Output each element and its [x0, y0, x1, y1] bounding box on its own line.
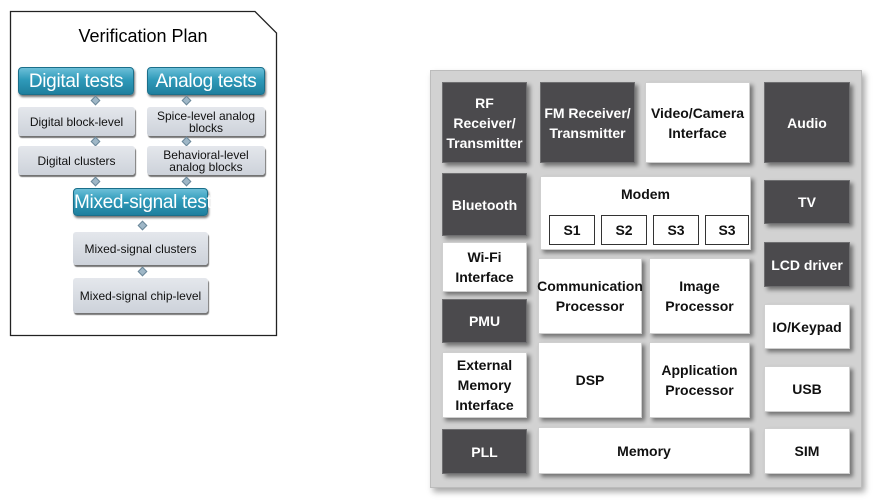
behavioral-level-analog-blocks[interactable]: Behavioral-level analog blocks [147, 146, 265, 175]
block-sim[interactable]: SIM [764, 428, 850, 474]
block-audio[interactable]: Audio [764, 82, 850, 163]
digital-clusters[interactable]: Digital clusters [18, 146, 135, 175]
block-bluetooth[interactable]: Bluetooth [442, 173, 527, 236]
modem-subblock-s2[interactable]: S2 [601, 215, 647, 245]
modem-subblock-s3[interactable]: S3 [653, 215, 699, 245]
block-application-processor[interactable]: Application Processor [649, 342, 750, 418]
block-fm-receiver-transmitter[interactable]: FM Receiver/ Transmitter [540, 82, 635, 163]
block-tv[interactable]: TV [764, 180, 850, 224]
block-communication-processor[interactable]: Communication Processor [537, 258, 643, 334]
block-pll[interactable]: PLL [442, 429, 527, 474]
spice-level-analog-blocks[interactable]: Spice-level analog blocks [147, 107, 265, 136]
block-video-camera-interface[interactable]: Video/Camera Interface [645, 82, 750, 163]
mixed-signal-chip-level[interactable]: Mixed-signal chip-level [73, 278, 208, 313]
verification-plan: Verification Plan Digital tests Digital … [0, 0, 290, 345]
mixed-signal-tests-header[interactable]: Mixed-signal tests [73, 188, 221, 216]
block-lcd-driver[interactable]: LCD driver [764, 242, 850, 287]
block-memory[interactable]: Memory [538, 427, 750, 474]
block-modem[interactable]: Modem S1 S2 S3 S3 [540, 176, 751, 250]
soc-block-diagram: RF Receiver/ Transmitter Bluetooth Wi-Fi… [430, 70, 862, 488]
digital-block-level[interactable]: Digital block-level [18, 107, 135, 136]
modem-subblock-s3-second[interactable]: S3 [705, 215, 749, 245]
digital-tests-header[interactable]: Digital tests [18, 67, 134, 95]
block-usb[interactable]: USB [764, 366, 850, 412]
modem-title: Modem [621, 186, 670, 202]
analog-tests-header[interactable]: Analog tests [147, 67, 265, 95]
block-rf-receiver-transmitter[interactable]: RF Receiver/ Transmitter [442, 82, 527, 163]
verification-plan-title: Verification Plan [78, 26, 208, 46]
block-external-memory-interface[interactable]: External Memory Interface [442, 352, 527, 418]
modem-subblock-s1[interactable]: S1 [549, 215, 595, 245]
block-dsp[interactable]: DSP [538, 342, 642, 418]
mixed-signal-clusters[interactable]: Mixed-signal clusters [73, 232, 208, 265]
block-wifi-interface[interactable]: Wi-Fi Interface [442, 242, 527, 292]
block-io-keypad[interactable]: IO/Keypad [764, 304, 850, 349]
block-image-processor[interactable]: Image Processor [649, 258, 750, 334]
block-pmu[interactable]: PMU [442, 299, 527, 343]
